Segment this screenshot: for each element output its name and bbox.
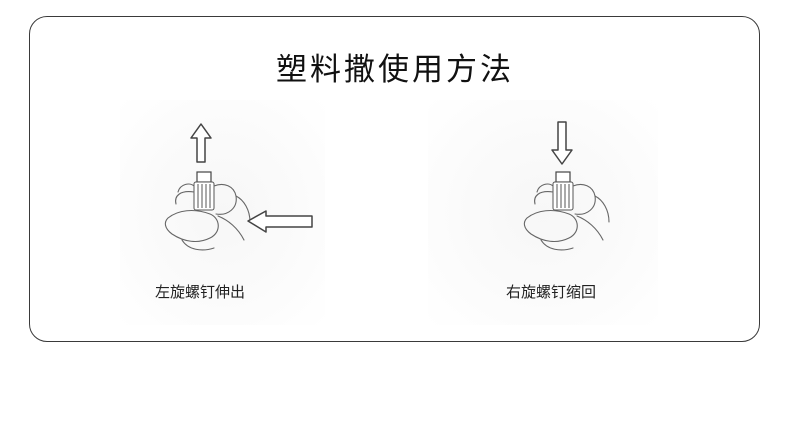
screw-head [196,171,212,183]
right-hand-anchor-drawing [523,121,610,251]
anchor-body [193,181,215,211]
hand-sketch [164,183,251,251]
screw-head [555,171,571,183]
right-photo-background [428,100,658,325]
page-title: 塑料撒使用方法 [276,52,514,88]
step-right-caption: 右旋螺钉缩回 [506,283,597,301]
step-right-illustration [458,100,658,325]
down-arrow-icon [551,121,573,165]
up-arrow-icon [190,123,212,163]
left-arrow-icon [247,210,313,233]
left-hand-anchor-drawing [164,123,313,251]
step-left-illustration [118,100,328,325]
step-left-caption: 左旋螺钉伸出 [155,283,246,301]
anchor-body [552,181,574,211]
hand-sketch [523,183,610,251]
left-photo-background [120,100,325,325]
